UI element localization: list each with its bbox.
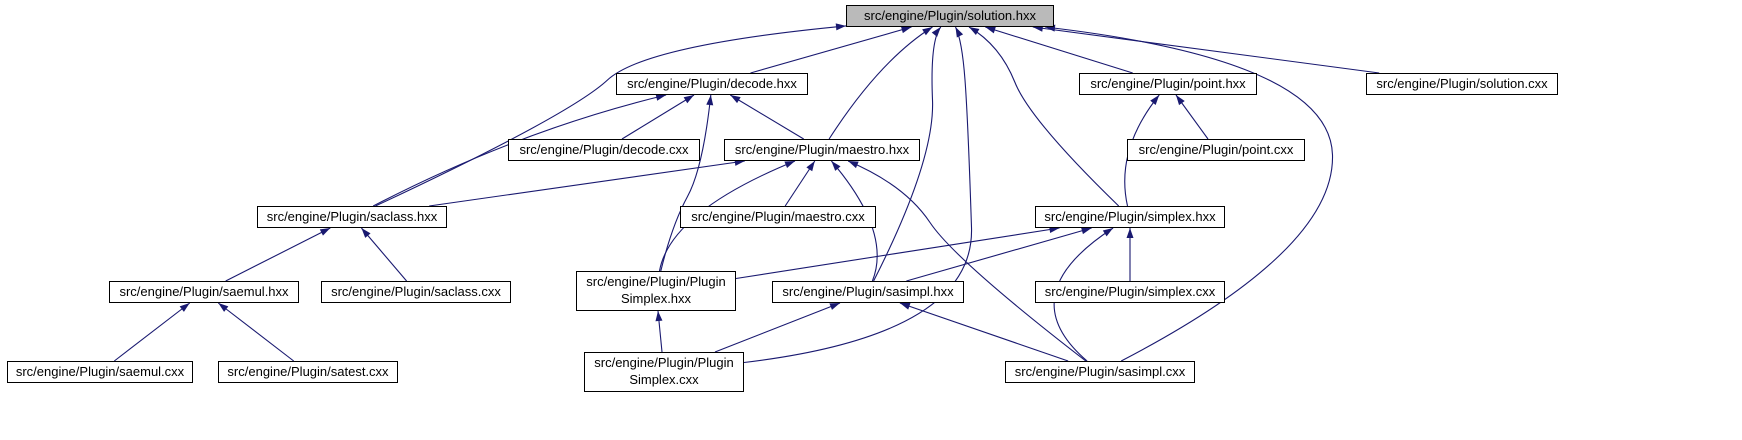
edge-sasimpl-hxx-to-solution-hxx xyxy=(873,26,942,282)
edge-plugin-simplex-hxx-to-simplex-hxx xyxy=(735,226,1060,280)
node-simplex-cxx[interactable]: src/engine/Plugin/simplex.cxx xyxy=(1035,281,1225,303)
edge-saclass-cxx-to-saclass-hxx xyxy=(360,227,408,282)
edge-point-cxx-to-point-hxx xyxy=(1175,94,1209,140)
node-sasimpl-hxx[interactable]: src/engine/Plugin/sasimpl.hxx xyxy=(772,281,964,303)
edge-sasimpl-cxx-to-solution-hxx xyxy=(1044,24,1334,362)
node-point-cxx[interactable]: src/engine/Plugin/point.cxx xyxy=(1127,139,1305,161)
node-maestro-hxx[interactable]: src/engine/Plugin/maestro.hxx xyxy=(724,139,920,161)
edge-sasimpl-cxx-to-sasimpl-hxx xyxy=(899,302,1069,362)
node-plugin-simplex-cxx[interactable]: src/engine/Plugin/Plugin Simplex.cxx xyxy=(584,352,744,392)
node-sasimpl-cxx[interactable]: src/engine/Plugin/sasimpl.cxx xyxy=(1005,361,1195,383)
node-saemul-cxx[interactable]: src/engine/Plugin/saemul.cxx xyxy=(7,361,193,383)
node-saclass-hxx[interactable]: src/engine/Plugin/saclass.hxx xyxy=(257,206,447,228)
edge-plugin-simplex-cxx-to-solution-hxx xyxy=(743,26,973,364)
edge-saclass-hxx-to-solution-hxx xyxy=(375,23,847,207)
node-satest-cxx[interactable]: src/engine/Plugin/satest.cxx xyxy=(218,361,398,383)
edge-maestro-hxx-to-solution-hxx xyxy=(828,26,933,140)
edge-solution-cxx-to-solution-hxx xyxy=(1032,24,1380,74)
edge-decode-hxx-to-solution-hxx xyxy=(750,26,912,74)
node-simplex-hxx[interactable]: src/engine/Plugin/simplex.hxx xyxy=(1035,206,1225,228)
node-solution-hxx: src/engine/Plugin/solution.hxx xyxy=(846,5,1054,27)
edge-plugin-simplex-hxx-to-decode-hxx xyxy=(660,94,714,272)
edge-simplex-hxx-to-solution-hxx xyxy=(968,26,1120,207)
node-point-hxx[interactable]: src/engine/Plugin/point.hxx xyxy=(1079,73,1257,95)
node-decode-cxx[interactable]: src/engine/Plugin/decode.cxx xyxy=(508,139,700,161)
edge-sasimpl-hxx-to-simplex-hxx xyxy=(906,227,1092,282)
edge-saemul-hxx-to-saclass-hxx xyxy=(225,227,331,282)
edge-plugin-simplex-cxx-to-plugin-simplex-hxx xyxy=(655,310,663,353)
node-solution-cxx[interactable]: src/engine/Plugin/solution.cxx xyxy=(1366,73,1558,95)
node-saclass-cxx[interactable]: src/engine/Plugin/saclass.cxx xyxy=(321,281,511,303)
edge-maestro-hxx-to-decode-hxx xyxy=(730,94,804,140)
node-saemul-hxx[interactable]: src/engine/Plugin/saemul.hxx xyxy=(109,281,299,303)
node-maestro-cxx[interactable]: src/engine/Plugin/maestro.cxx xyxy=(680,206,876,228)
edge-decode-cxx-to-decode-hxx xyxy=(621,94,695,140)
edge-saclass-hxx-to-maestro-hxx xyxy=(429,158,745,207)
edge-maestro-cxx-to-maestro-hxx xyxy=(784,160,816,207)
node-decode-hxx[interactable]: src/engine/Plugin/decode.hxx xyxy=(616,73,808,95)
edge-sasimpl-cxx-to-maestro-hxx xyxy=(847,160,1087,362)
node-plugin-simplex-hxx[interactable]: src/engine/Plugin/Plugin Simplex.hxx xyxy=(576,271,736,311)
edge-point-hxx-to-solution-hxx xyxy=(985,26,1133,74)
edge-plugin-simplex-cxx-to-sasimpl-hxx xyxy=(714,302,841,353)
edge-satest-cxx-to-saemul-hxx xyxy=(217,302,295,362)
edge-saemul-cxx-to-saemul-hxx xyxy=(113,302,191,362)
